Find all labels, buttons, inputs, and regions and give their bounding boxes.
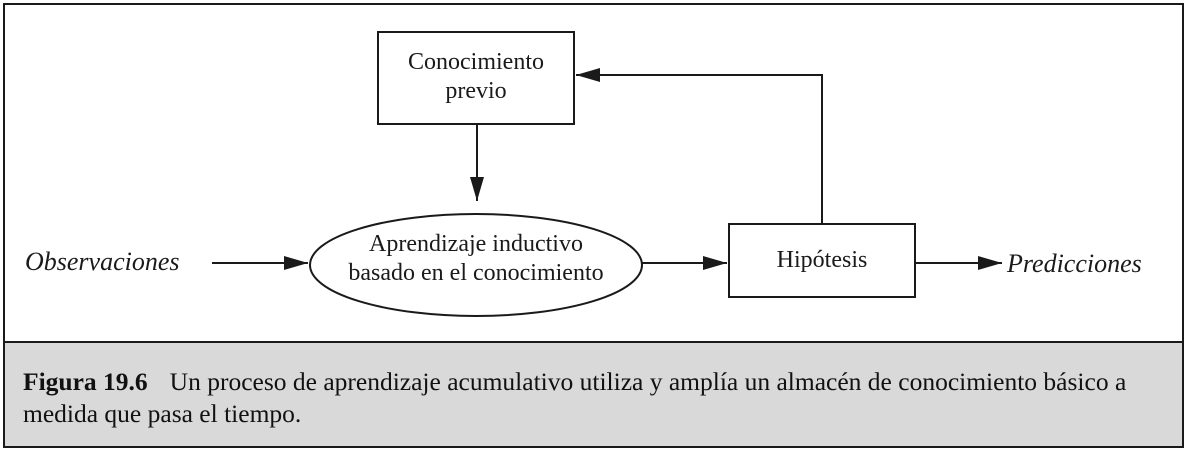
arrow-hypotheses-to-prior — [576, 68, 823, 224]
observations-label: Observaciones — [25, 247, 180, 276]
predictions-label: Predicciones — [1006, 249, 1142, 278]
inductive-learning-ellipse — [309, 213, 643, 317]
figure-number: Figura 19.6 — [23, 367, 148, 396]
hypotheses-label: Hipótesis — [777, 247, 868, 273]
figure-frame: Conocimiento previo Aprendizaje inductiv… — [3, 3, 1184, 448]
prior-knowledge-label-line2: previo — [445, 78, 506, 104]
caption-body: Un proceso de aprendizaje acumulativo ut… — [23, 367, 1127, 428]
inductive-learning-label-line1: Aprendizaje inductivo — [369, 231, 583, 257]
diagram-area: Conocimiento previo Aprendizaje inductiv… — [5, 5, 1182, 341]
prior-knowledge-box — [377, 31, 575, 125]
inductive-learning-label-line2: basado en el conocimiento — [348, 260, 603, 286]
knowledge-learning-diagram: Conocimiento previo Aprendizaje inductiv… — [25, 31, 1142, 317]
prior-knowledge-label-line1: Conocimiento — [408, 49, 544, 75]
